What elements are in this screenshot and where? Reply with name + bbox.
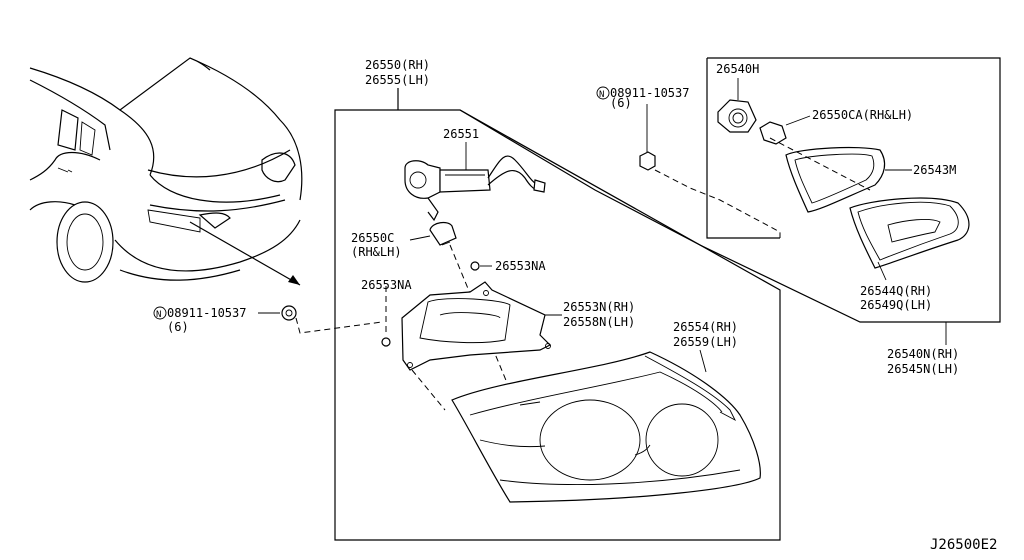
label-lens-rh: 26554(RH) xyxy=(673,320,738,334)
label-nut-right-prefix: N xyxy=(599,90,604,100)
label-inner-lens-lh: 26549Q(LH) xyxy=(860,298,932,312)
inner-lens-26544q xyxy=(849,197,970,281)
label-bulb-ca: 26550CA(RH&LH) xyxy=(812,108,913,122)
outer-lens xyxy=(451,351,761,503)
nut-26553na-left xyxy=(381,286,391,347)
label-nut-right: 08911-10537 xyxy=(610,86,689,100)
nut-26553na-upper xyxy=(470,261,492,271)
connector-line xyxy=(411,369,446,411)
nut-left xyxy=(258,305,383,334)
cover-plate xyxy=(401,281,552,371)
car-rear-illustration xyxy=(29,57,303,286)
gasket-26543m xyxy=(769,137,912,213)
inner-assembly-box xyxy=(459,57,1001,345)
label-harness: 26551 xyxy=(443,127,479,141)
label-lens-lh: 26559(LH) xyxy=(673,335,738,349)
label-cover-rh: 26553N(RH) xyxy=(563,300,635,314)
label-nut-left-qty: (6) xyxy=(167,320,189,334)
nut-right xyxy=(639,104,781,238)
label-nut-left: 08911-10537 xyxy=(167,306,246,320)
socket-26540h xyxy=(717,78,757,133)
label-cover-lh: 26558N(LH) xyxy=(563,315,635,329)
label-housing-lh: 26555(LH) xyxy=(365,73,430,87)
bulb-26550c xyxy=(429,221,511,391)
label-housing-rh: 26550(RH) xyxy=(365,58,430,72)
label-bulb-c: 26550C xyxy=(351,231,394,245)
label-nut-left-prefix: N xyxy=(156,310,161,320)
label-gasket: 26543M xyxy=(913,163,956,177)
label-nut-na-upper: 26553NA xyxy=(495,259,546,273)
label-inner-lens-rh: 26544Q(RH) xyxy=(860,284,932,298)
housing-assembly-box xyxy=(334,88,781,541)
label-nut-na-left: 26553NA xyxy=(361,278,412,292)
label-socket: 26540H xyxy=(716,62,759,76)
label-bulb-c-side: (RH&LH) xyxy=(351,245,402,259)
bulb-26550ca xyxy=(759,115,811,145)
label-nut-right-qty: (6) xyxy=(610,96,632,110)
harness-assembly xyxy=(404,155,546,222)
part-labels: 26550(RH) 26555(LH) 26551 26550C (RH&LH)… xyxy=(153,58,997,553)
label-inner-assy-rh: 26540N(RH) xyxy=(887,347,959,361)
label-inner-assy-lh: 26545N(LH) xyxy=(887,362,959,376)
diagram-id: J26500E2 xyxy=(930,537,997,553)
